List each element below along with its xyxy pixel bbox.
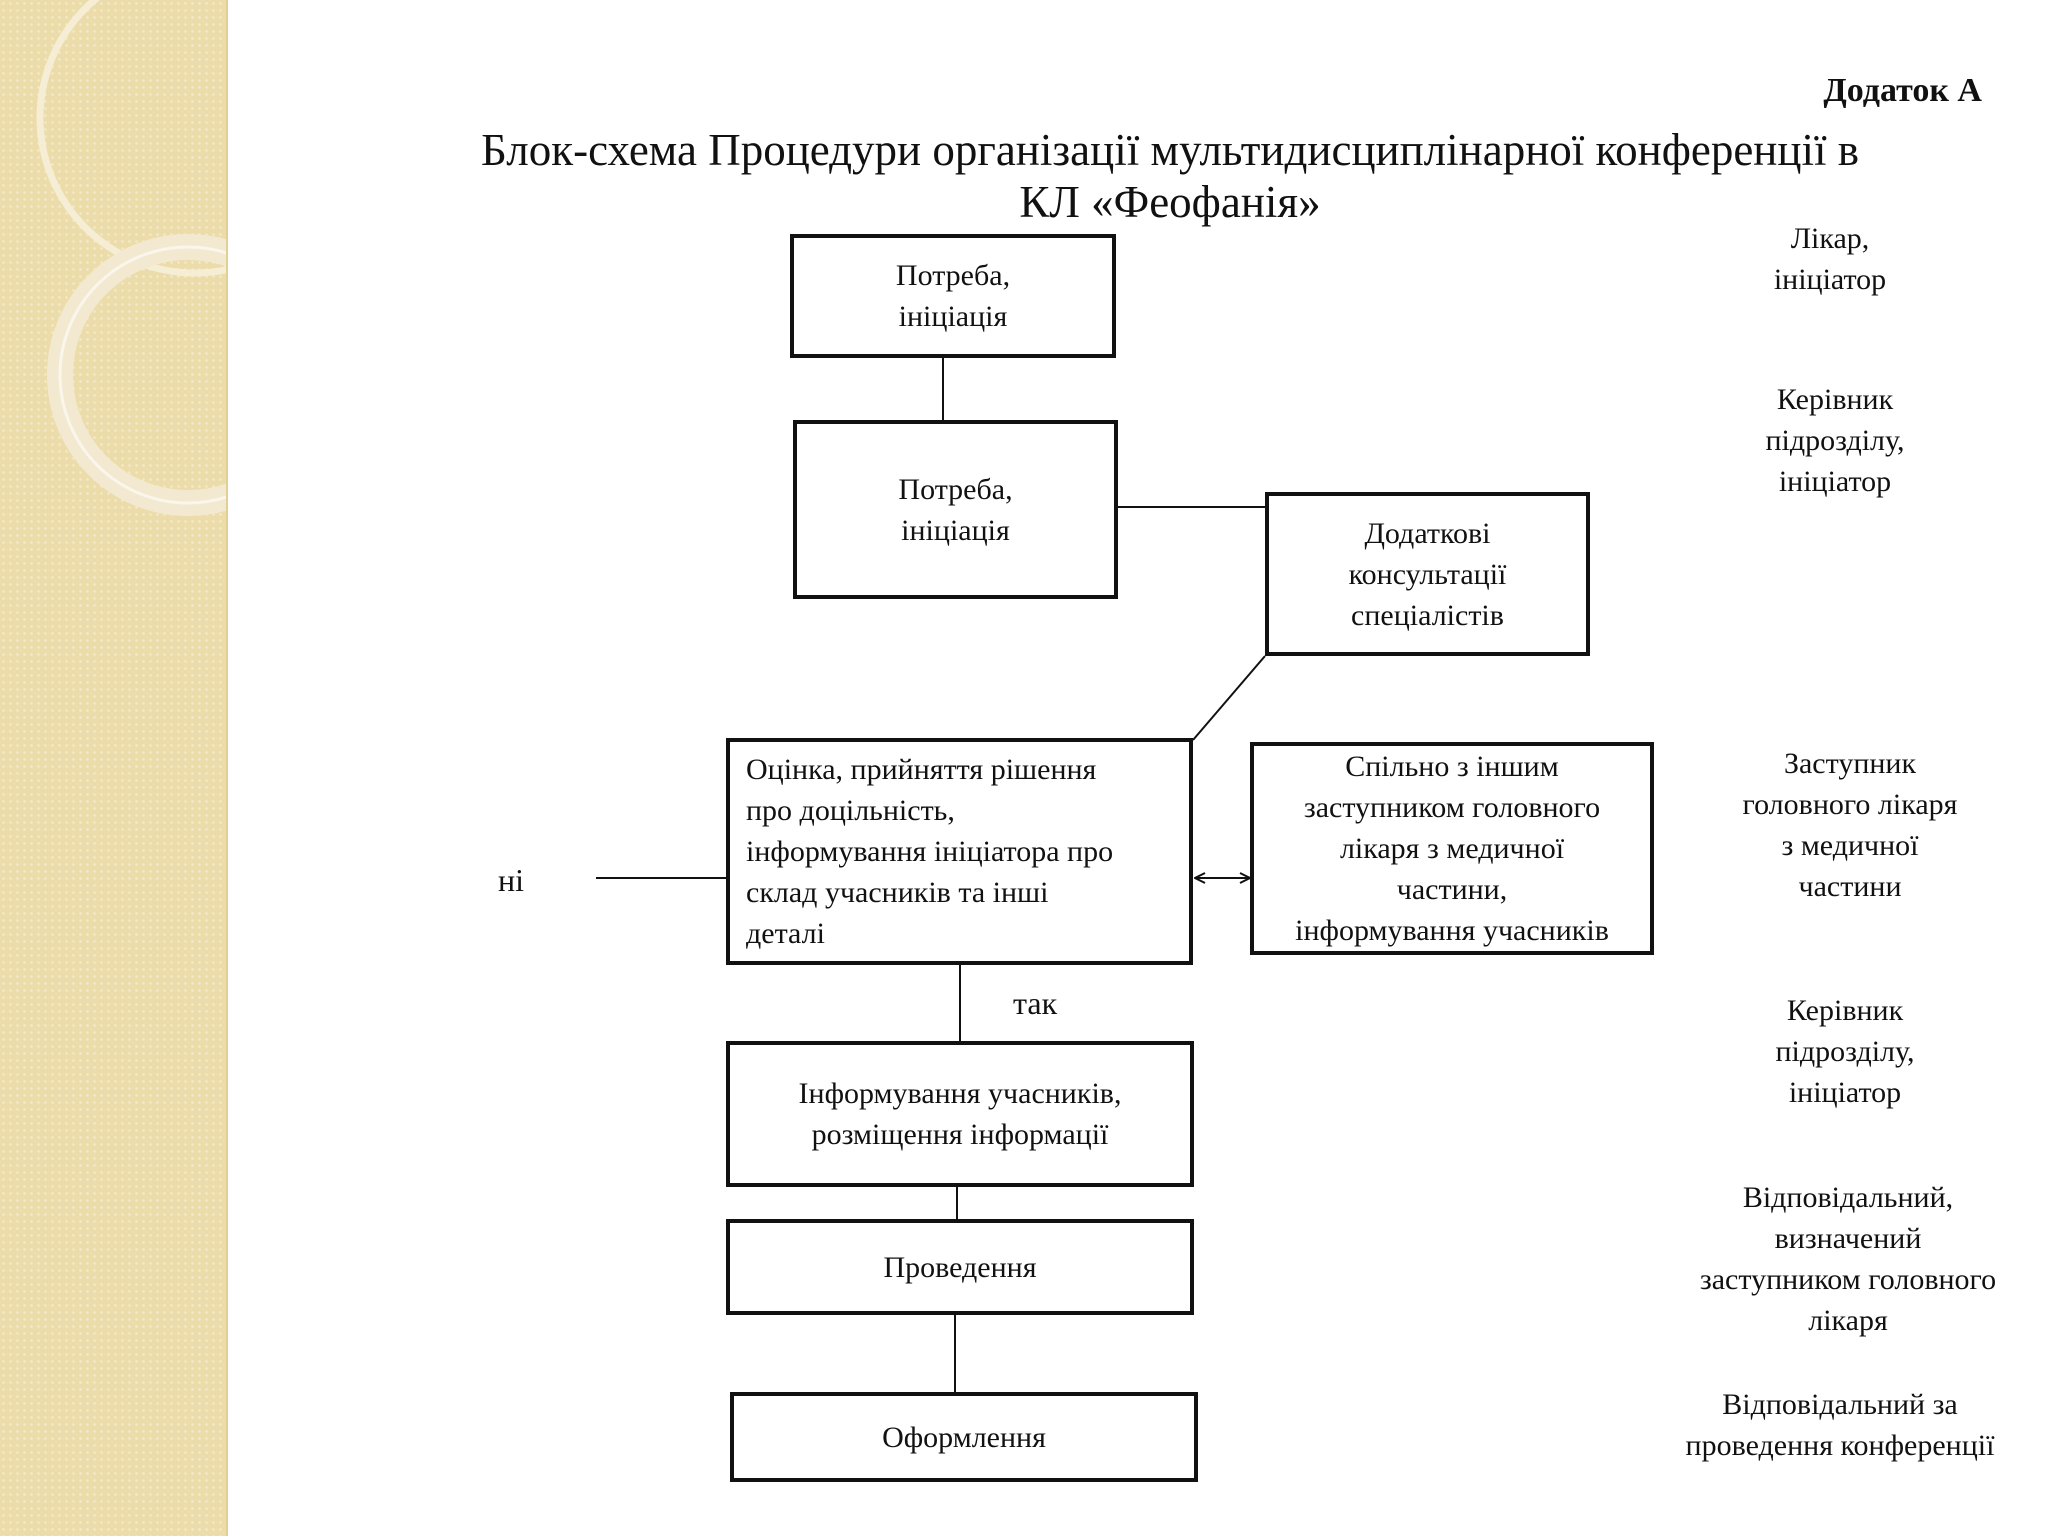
box-line: Інформування учасників,	[798, 1077, 1122, 1110]
inform-participants-box: Інформування учасників, розміщення інфор…	[726, 1041, 1194, 1187]
role-responsible-for-conference: Відповідальний за проведення конференції	[1650, 1384, 2030, 1466]
box-line: Оформлення	[882, 1420, 1046, 1454]
yes-branch-label: так	[1013, 985, 1058, 1021]
role-line: проведення конференції	[1685, 1429, 1995, 1462]
role-line: ініціатор	[1773, 263, 1887, 296]
role-line: лікаря	[1808, 1304, 1888, 1337]
role-line: Керівник	[1776, 383, 1894, 416]
appendix-label: Додаток А	[1823, 72, 1982, 109]
role-line: головного лікаря	[1742, 788, 1958, 821]
box-line: частини,	[1396, 873, 1508, 906]
evaluation-decision-box: Оцінка, прийняття рішення про доцільніст…	[726, 738, 1193, 965]
role-line: ініціатор	[1778, 465, 1892, 498]
need-initiation-box-1: Потреба, ініціація	[790, 234, 1116, 358]
role-line: Лікар,	[1790, 222, 1870, 255]
box-line: інформування ініціатора про	[746, 835, 1114, 868]
decorative-side-panel	[0, 0, 228, 1536]
role-unit-head-initiator-1: Керівник підрозділу, ініціатор	[1685, 379, 1985, 502]
role-unit-head-initiator-2: Керівник підрозділу, ініціатор	[1695, 990, 1995, 1113]
role-responsible-appointed: Відповідальний, визначений заступником г…	[1668, 1177, 2028, 1341]
box-line: Оцінка, прийняття рішення	[746, 753, 1097, 786]
box-line: деталі	[746, 917, 825, 950]
decorative-rings	[36, 0, 228, 516]
role-line: з медичної	[1781, 829, 1919, 862]
need-initiation-box-2: Потреба, ініціація	[793, 420, 1118, 599]
box-line: лікаря з медичної	[1339, 832, 1565, 865]
box-line: ініціація	[898, 300, 1008, 333]
role-line: підрозділу,	[1775, 1035, 1915, 1068]
diagram-title: Блок-схема Процедури організації мультид…	[360, 124, 1980, 228]
connector-consult-evaluate	[1192, 655, 1266, 741]
role-line: частини	[1798, 870, 1902, 903]
title-line-2: КЛ «Феофанія»	[1019, 177, 1321, 227]
box-line: інформування учасників	[1295, 914, 1609, 947]
role-line: Заступник	[1783, 747, 1917, 780]
box-line: Потреба,	[895, 259, 1011, 292]
box-line: заступником головного	[1303, 791, 1601, 824]
box-line: спеціалістів	[1351, 598, 1504, 632]
role-line: Відповідальний за	[1722, 1388, 1958, 1421]
box-line: склад учасників та інші	[746, 876, 1049, 909]
role-line: заступником головного	[1699, 1263, 1997, 1296]
no-branch-label: ні	[498, 862, 525, 898]
box-line: ініціація	[901, 513, 1010, 547]
role-line: Керівник	[1786, 994, 1904, 1027]
role-line: ініціатор	[1788, 1076, 1902, 1109]
box-line: Потреба,	[898, 472, 1013, 506]
side-panel-edge	[226, 0, 228, 1536]
role-deputy-chief-medical: Заступник головного лікаря з медичної ча…	[1680, 743, 2020, 907]
role-line: підрозділу,	[1765, 424, 1905, 457]
additional-consultations-box: Додаткові консультації спеціалістів	[1265, 492, 1590, 656]
role-doctor-initiator: Лікар, ініціатор	[1680, 218, 1980, 300]
box-line: консультації	[1348, 557, 1507, 591]
box-line: Додаткові	[1364, 516, 1491, 550]
conduct-box: Проведення	[726, 1219, 1194, 1315]
box-line: Спільно з іншим	[1345, 750, 1559, 783]
role-line: Відповідальний,	[1742, 1181, 1954, 1214]
joint-with-deputy-box: Спільно з іншим заступником головного лі…	[1250, 742, 1654, 955]
documentation-box: Оформлення	[730, 1392, 1198, 1482]
box-line: про доцільність,	[746, 794, 955, 827]
title-line-1: Блок-схема Процедури організації мультид…	[481, 125, 1859, 175]
role-line: визначений	[1774, 1222, 1922, 1255]
box-line: розміщення інформації	[811, 1118, 1109, 1151]
box-line: Проведення	[883, 1250, 1037, 1284]
